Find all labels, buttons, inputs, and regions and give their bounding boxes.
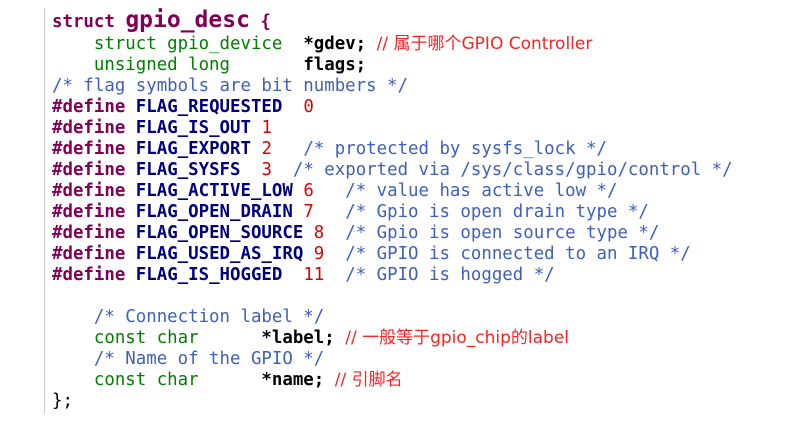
define-keyword: #define — [52, 139, 126, 159]
define-line: #define FLAG_OPEN_SOURCE 8 /* Gpio is op… — [52, 223, 659, 244]
define-line: #define FLAG_IS_OUT 1 — [52, 118, 272, 139]
define-keyword: #define — [52, 118, 126, 138]
define-line: #define FLAG_IS_HOGGED 11 /* GPIO is hog… — [52, 265, 555, 286]
define-keyword: #define — [52, 181, 126, 201]
label-comment: /* Connection label */ — [93, 307, 325, 327]
define-comment: /* GPIO is connected to an IRQ */ — [345, 244, 691, 264]
code-line-gdev: struct gpio_device *gdev; // 属于哪个GPIO Co… — [52, 34, 592, 55]
code-line-flags-comment: /* flag symbols are bit numbers */ — [52, 76, 408, 97]
open-brace: { — [260, 12, 271, 32]
define-line: #define FLAG_USED_AS_IRQ 9 /* GPIO is co… — [52, 244, 691, 265]
define-value: 1 — [261, 118, 272, 138]
define-value: 3 — [261, 160, 272, 180]
define-line: #define FLAG_EXPORT 2 /* protected by sy… — [52, 139, 607, 160]
define-keyword: #define — [52, 223, 126, 243]
struct-close: }; — [52, 391, 73, 411]
define-macro: FLAG_OPEN_SOURCE — [135, 223, 304, 243]
define-value: 2 — [261, 139, 272, 159]
define-value: 7 — [303, 202, 314, 222]
define-macro: FLAG_ACTIVE_LOW — [135, 181, 293, 201]
define-macro: FLAG_IS_OUT — [135, 118, 251, 138]
semicolon: ; — [324, 328, 335, 348]
define-macro: FLAG_OPEN_DRAIN — [135, 202, 293, 222]
code-line-label: const char *label; // 一般等于gpio_chip的labe… — [52, 328, 569, 349]
field-name-label: *label — [261, 328, 325, 348]
define-value: 9 — [313, 244, 325, 264]
define-comment: /* value has active low */ — [345, 181, 618, 201]
code-line-name-comment: /* Name of the GPIO */ — [52, 349, 324, 370]
define-comment: /* Gpio is open source type */ — [345, 223, 660, 243]
define-macro: FLAG_USED_AS_IRQ — [135, 244, 304, 264]
field-type-flags: unsigned long — [93, 55, 231, 75]
define-comment: /* GPIO is hogged */ — [345, 265, 555, 285]
define-value: 8 — [313, 223, 325, 243]
define-macro: FLAG_IS_HOGGED — [135, 265, 283, 285]
define-keyword: #define — [52, 202, 126, 222]
define-comment: /* exported via /sys/class/gpio/control … — [292, 160, 733, 180]
define-line: #define FLAG_SYSFS 3 /* exported via /sy… — [52, 160, 733, 181]
editor-gutter-line — [44, 8, 45, 414]
field-type-gdev: struct gpio_device — [93, 34, 283, 54]
define-keyword: #define — [52, 160, 126, 180]
name-comment: /* Name of the GPIO */ — [93, 349, 325, 369]
code-line-label-comment: /* Connection label */ — [52, 307, 324, 328]
field-type-label: const char — [93, 328, 199, 348]
field-type-name: const char — [93, 370, 199, 390]
define-macro: FLAG_REQUESTED — [135, 97, 283, 117]
define-comment: /* protected by sysfs_lock */ — [303, 139, 607, 159]
semicolon: ; — [313, 370, 325, 390]
code-line-struct-close: }; — [52, 391, 73, 412]
code-line-name: const char *name; // 引脚名 — [52, 370, 403, 391]
field-name-name: *name — [261, 370, 314, 390]
define-macro: FLAG_SYSFS — [135, 160, 241, 180]
code-line-flags: unsigned long flags; — [52, 55, 366, 76]
define-keyword: #define — [52, 244, 126, 264]
semicolon: ; — [355, 34, 367, 54]
define-line: #define FLAG_REQUESTED 0 — [52, 97, 314, 118]
code-line-struct-header: struct gpio_desc { — [52, 7, 271, 33]
annotation-name: // 引脚名 — [334, 370, 403, 390]
define-keyword: #define — [52, 97, 126, 117]
define-line: #define FLAG_ACTIVE_LOW 6 /* value has a… — [52, 181, 617, 202]
field-name-flags: flags — [303, 55, 356, 75]
define-comment: /* Gpio is open drain type */ — [345, 202, 649, 222]
semicolon: ; — [355, 55, 367, 75]
define-line: #define FLAG_OPEN_DRAIN 7 /* Gpio is ope… — [52, 202, 649, 223]
define-value: 6 — [303, 181, 314, 201]
annotation-gdev: // 属于哪个GPIO Controller — [376, 34, 593, 54]
struct-name: gpio_desc — [125, 7, 250, 33]
define-value: 11 — [303, 265, 325, 285]
define-value: 0 — [303, 97, 314, 117]
field-name-gdev: *gdev — [303, 34, 356, 54]
define-macro: FLAG_EXPORT — [135, 139, 251, 159]
annotation-label: // 一般等于gpio_chip的label — [345, 328, 570, 348]
struct-keyword: struct — [52, 12, 115, 32]
flags-comment: /* flag symbols are bit numbers */ — [52, 76, 408, 96]
define-keyword: #define — [52, 265, 126, 285]
